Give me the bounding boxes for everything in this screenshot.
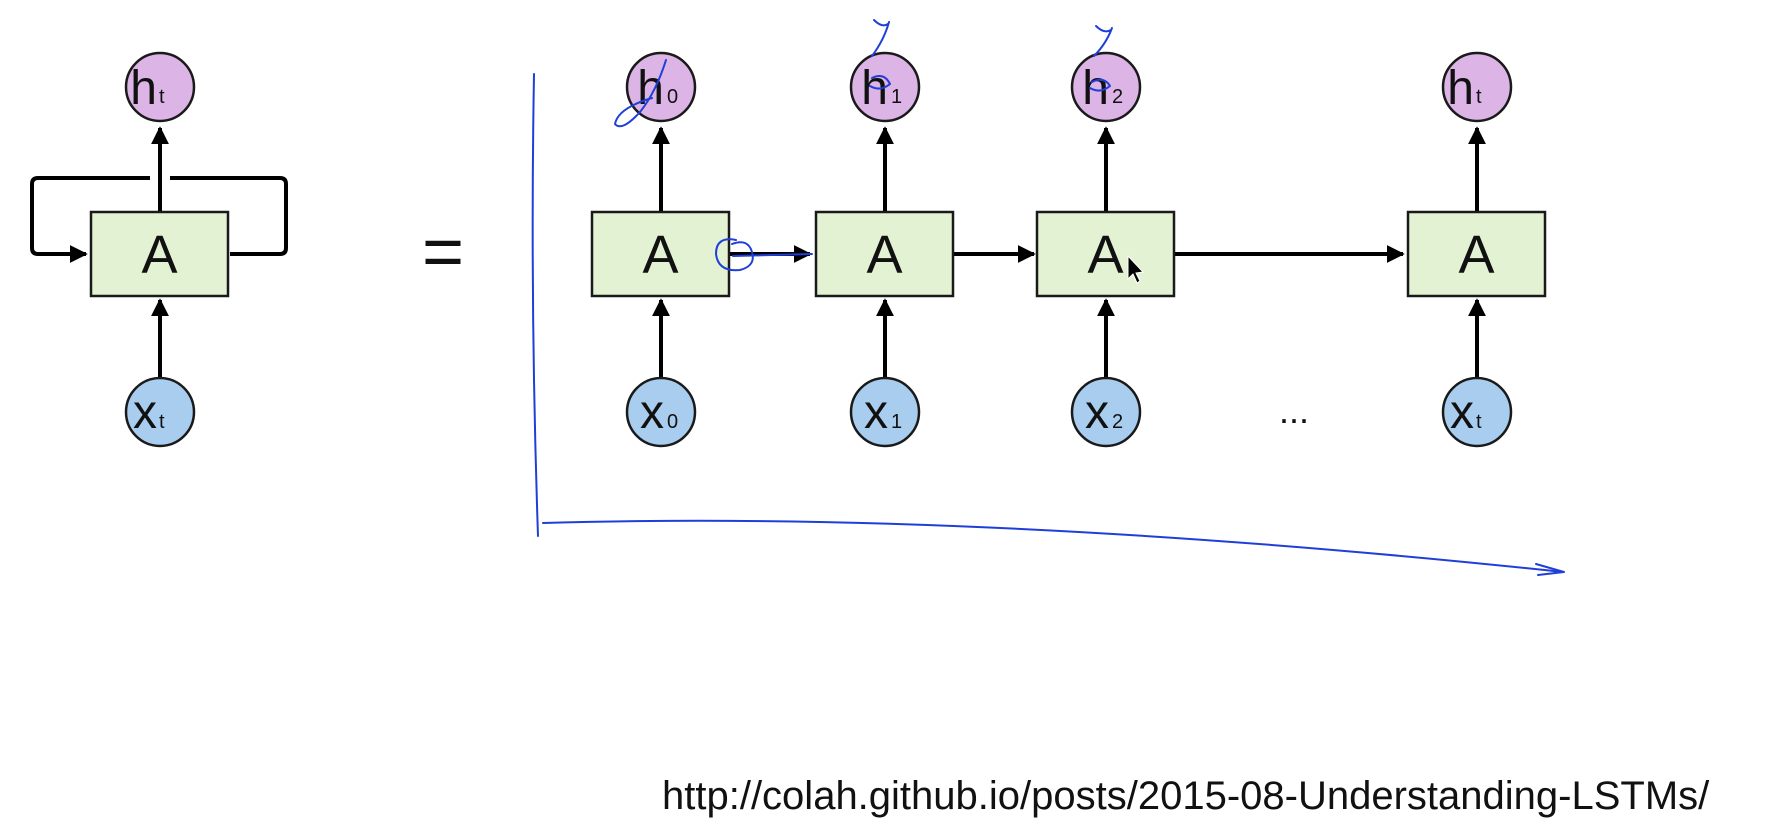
output-subscript: t <box>159 86 165 108</box>
ink-y-scribble-h2 <box>1089 25 1113 92</box>
recurrent-loop-arrow <box>30 176 150 263</box>
ellipsis: ... <box>1279 390 1309 431</box>
unrolled-rnn: A h 0 x 0 A h 1 x 1 A h <box>590 51 1547 448</box>
cell-label: A <box>642 225 678 285</box>
ink-annotations <box>531 19 1565 576</box>
output-subscript: t <box>1476 86 1482 108</box>
rnn-cell <box>1035 210 1176 298</box>
cell-label: A <box>866 225 902 285</box>
cell-label: A <box>1087 225 1123 285</box>
ink-circle-hidden-state <box>715 238 754 272</box>
input-subscript: t <box>1476 411 1482 433</box>
output-node <box>124 51 196 123</box>
folded-rnn: A h t x t <box>30 51 288 448</box>
input-subscript: 0 <box>667 411 678 433</box>
unrolled-step-t: A h t x t <box>1406 51 1547 448</box>
input-subscript: 2 <box>1112 411 1123 433</box>
input-label: x <box>1085 386 1109 439</box>
unrolled-step-1: A h 1 x 1 <box>814 51 955 448</box>
cell-label: A <box>1458 225 1494 285</box>
rnn-cell <box>590 210 731 298</box>
output-label: h <box>637 62 664 115</box>
ink-left-bracket <box>531 73 539 537</box>
output-label: h <box>1447 62 1474 115</box>
input-node <box>625 376 697 448</box>
unrolled-step-2: A h 2 x 2 <box>1035 51 1176 448</box>
input-label: x <box>1450 386 1474 439</box>
ink-scribble-h0 <box>614 59 667 128</box>
output-node <box>1441 51 1513 123</box>
ink-y-scribble-h1 <box>869 19 891 90</box>
rnn-cell <box>89 210 230 298</box>
output-subscript: 2 <box>1112 86 1123 108</box>
input-subscript: t <box>159 411 165 433</box>
ink-hidden-state-stroke <box>732 253 813 257</box>
rnn-cell <box>1406 210 1547 298</box>
input-label: x <box>864 386 888 439</box>
source-url: http://colah.github.io/posts/2015-08-Und… <box>662 774 1710 818</box>
ink-axis-arrowhead <box>1535 563 1565 576</box>
unrolled-step-0: A h 0 x 0 <box>590 51 731 448</box>
output-node <box>1070 51 1142 123</box>
input-node <box>124 376 196 448</box>
cell-label: A <box>141 225 177 285</box>
ink-time-axis <box>542 519 1564 573</box>
mouse-cursor-icon <box>1127 254 1145 284</box>
input-node <box>1070 376 1142 448</box>
input-node <box>1441 376 1513 448</box>
input-label: x <box>133 386 157 439</box>
output-subscript: 1 <box>891 86 902 108</box>
equals-sign: = <box>422 212 464 292</box>
recurrent-loop-return <box>170 176 288 256</box>
output-label: h <box>130 62 157 115</box>
rnn-cell <box>814 210 955 298</box>
output-subscript: 0 <box>667 86 678 108</box>
input-subscript: 1 <box>891 411 902 433</box>
output-node <box>625 51 697 123</box>
input-label: x <box>640 386 664 439</box>
input-node <box>849 376 921 448</box>
